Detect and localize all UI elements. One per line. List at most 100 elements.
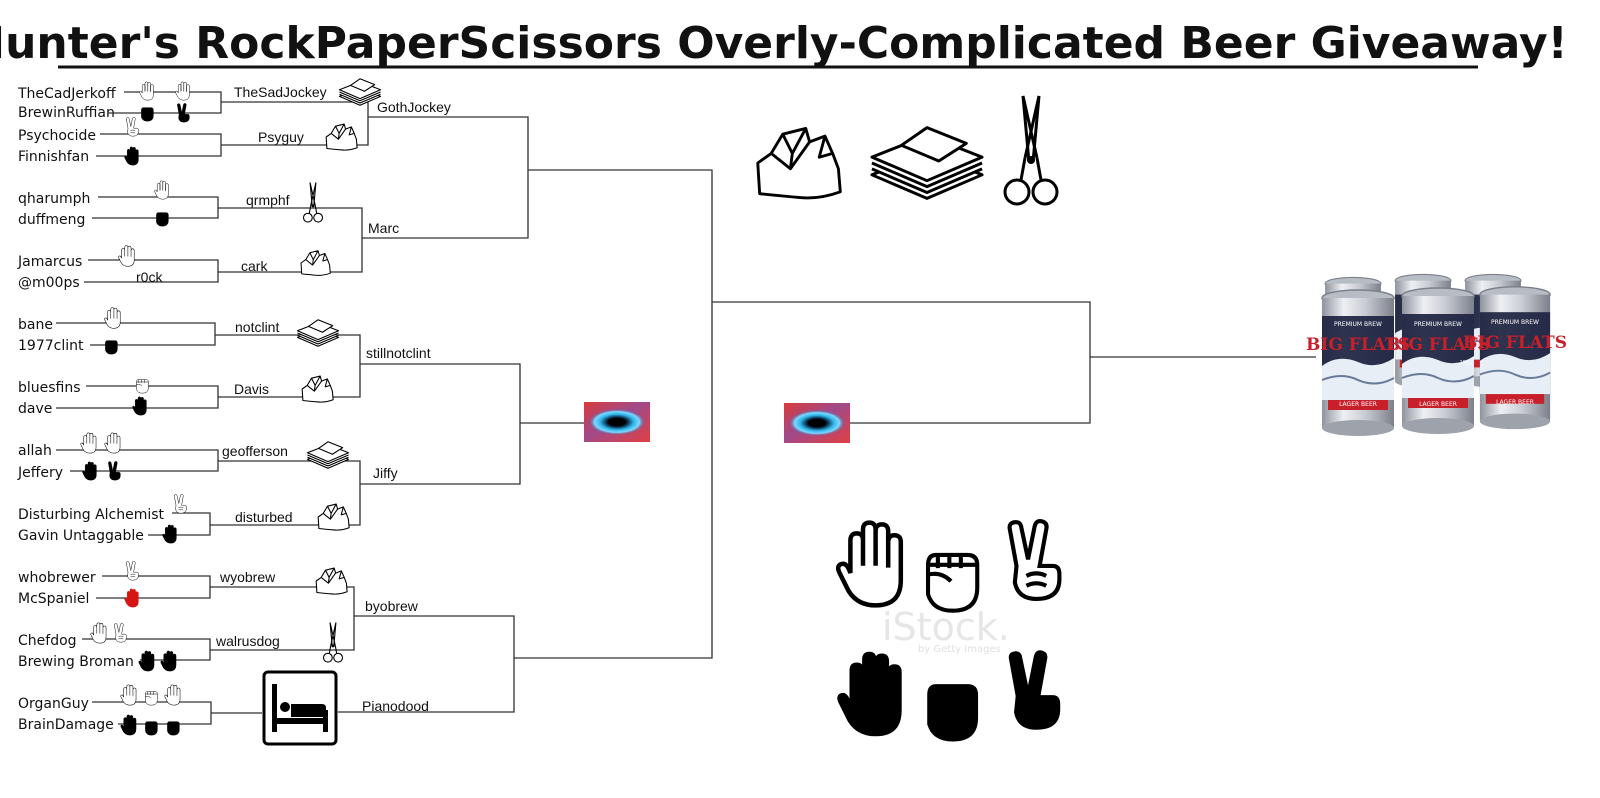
rock-icon	[315, 567, 348, 595]
can-beer-type: LAGER BEER	[1496, 399, 1534, 406]
rock-icon	[301, 375, 334, 403]
scissors-hand-icon	[1008, 650, 1061, 731]
player-name: @m00ps	[18, 275, 80, 291]
round3-name: Jiffy	[373, 465, 398, 481]
rock-hand-icon	[141, 107, 154, 122]
rock-icon	[317, 503, 350, 531]
scissors-icon	[1003, 94, 1059, 206]
player-name: duffmeng	[18, 212, 85, 228]
can-tagline: PREMIUM BREW	[1491, 319, 1539, 326]
round3-name: GothJockey	[377, 99, 451, 115]
legend-icons	[756, 94, 1059, 206]
round3-name: stillnotclint	[366, 345, 431, 361]
wormhole-image	[784, 403, 850, 443]
paper-hand-icon	[90, 622, 107, 644]
paper-hand-icon	[118, 245, 135, 267]
player-name: Disturbing Alchemist	[18, 507, 165, 523]
paper-hand-icon	[838, 523, 901, 606]
player-name: qharumph	[18, 191, 90, 207]
player-name: Chefdog	[18, 633, 77, 649]
player-name: Psychocide	[18, 128, 96, 144]
player-name: allah	[18, 443, 52, 459]
paper-icon	[306, 441, 350, 469]
scissors-hand-icon	[126, 561, 139, 581]
match-note: r0ck	[136, 269, 163, 285]
can-tagline: PREMIUM BREW	[1414, 321, 1462, 328]
player-name: whobrewer	[18, 570, 96, 586]
winner-name: TheSadJockey	[234, 84, 327, 100]
rock-hand-icon	[136, 379, 149, 394]
player-name: Brewing Broman	[18, 654, 134, 670]
scissors-hand-icon	[1010, 521, 1060, 599]
prize-six-pack: PREMIUM BREW BIG FLATS LAGER BEER PREMIU…	[1306, 273, 1567, 437]
scissors-icon	[322, 621, 344, 663]
round2-lines	[210, 101, 369, 714]
can-beer-type: LAGER BEER	[1339, 401, 1377, 408]
scissors-hand-icon	[126, 117, 139, 137]
winner-name: wyobrew	[219, 569, 276, 585]
paper-hand-icon	[139, 81, 154, 101]
paper-hand-icon	[175, 81, 190, 101]
player-name: BrewinRuffian	[18, 105, 115, 121]
player-name: TheCadJerkoff	[17, 86, 116, 102]
player-name: OrganGuy	[18, 696, 89, 712]
can-brand: BIG FLATS	[1306, 335, 1410, 355]
player-name: dave	[18, 401, 52, 417]
scissors-hand-icon	[174, 494, 187, 514]
round3-name: Marc	[368, 220, 399, 236]
rock-hand-icon	[145, 691, 158, 706]
rock-hand-icon	[145, 721, 158, 736]
round2-winners: TheSadJockey Psyguy qrmphf cark r0ck not…	[136, 84, 327, 649]
winner-name: cark	[241, 258, 268, 274]
winner-name: walrusdog	[215, 633, 280, 649]
paper-hand-icon	[132, 396, 147, 416]
player-name: bane	[18, 317, 53, 333]
round1-players: TheCadJerkoff BrewinRuffian Psychocide F…	[17, 86, 165, 733]
can-labels: PREMIUM BREW BIG FLATS LAGER BEER PREMIU…	[1306, 319, 1567, 408]
paper-hand-icon	[162, 524, 177, 544]
winner-name: disturbed	[235, 509, 293, 525]
rock-hand-icon	[928, 555, 977, 611]
scissors-hand-icon	[114, 623, 127, 643]
paper-hand-icon	[837, 651, 902, 737]
rock-icon	[325, 123, 358, 151]
paper-hand-icon	[138, 650, 155, 672]
scissors-icon	[302, 181, 324, 223]
watermark-text: iStock.	[882, 605, 1010, 649]
round3-name: byobrew	[365, 598, 419, 614]
watermark-subtext: by Getty Images	[918, 644, 1001, 655]
rock-hand-icon	[105, 340, 118, 355]
rock-icon	[300, 250, 331, 276]
wormhole-image	[584, 402, 650, 442]
rock-hand-icon	[167, 721, 180, 736]
round3-names: GothJockey Marc stillnotclint Jiffy byob…	[362, 99, 451, 714]
player-name: 1977clint	[18, 338, 84, 354]
player-name: Finnishfan	[18, 149, 89, 165]
winner-name: qrmphf	[246, 192, 290, 208]
round2-throws	[262, 78, 382, 746]
winner-name: Psyguy	[258, 129, 304, 145]
later-round-lines	[338, 116, 1316, 713]
rock-hand-icon	[156, 212, 169, 227]
paper-hand-icon	[120, 714, 137, 736]
can-beer-type: LAGER BEER	[1419, 401, 1457, 408]
paper-icon	[296, 319, 340, 347]
player-name: Jeffery	[17, 465, 63, 481]
beer-can	[1321, 289, 1395, 437]
rock-icon	[756, 126, 843, 200]
bed-icon	[262, 670, 338, 746]
player-name: Gavin Untaggable	[18, 528, 144, 544]
can-tagline: PREMIUM BREW	[1334, 321, 1382, 328]
player-name: bluesfins	[18, 380, 81, 396]
rock-hand-icon	[927, 684, 979, 742]
beer-can	[1478, 285, 1552, 431]
player-name: McSpaniel	[18, 591, 89, 607]
can-brand: BIG FLATS	[1463, 333, 1567, 353]
paper-icon	[870, 126, 984, 200]
paper-hand-icon	[104, 307, 121, 329]
legend-hands: iStock. by Getty Images	[837, 521, 1061, 742]
can-year: 1901	[1460, 360, 1473, 366]
paper-hand-icon	[160, 650, 177, 672]
winner-name: notclint	[235, 319, 279, 335]
